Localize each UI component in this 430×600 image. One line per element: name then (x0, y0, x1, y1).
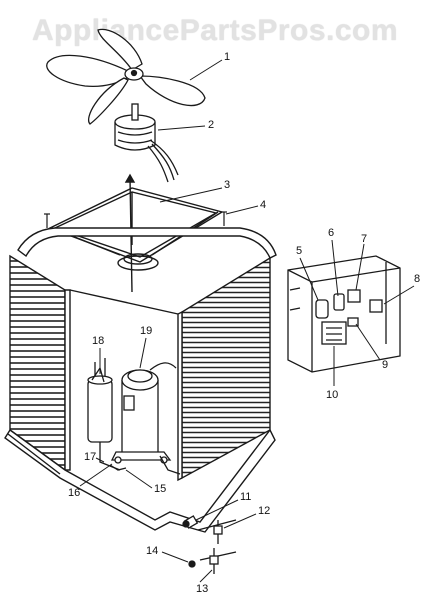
callout-4: 4 (260, 199, 267, 211)
watermark-text: AppliancePartsPros.com (31, 14, 399, 47)
callout-10: 10 (326, 389, 339, 401)
callout-14: 14 (146, 545, 159, 557)
callout-2: 2 (208, 119, 215, 131)
compressor (110, 362, 177, 464)
callout-17: 17 (84, 451, 97, 463)
service-valves (182, 515, 237, 574)
condenser-cabinet (4, 227, 277, 533)
fan-guard (48, 173, 224, 293)
callout-15: 15 (154, 483, 167, 495)
callout-19: 19 (140, 325, 153, 337)
accumulator (87, 358, 113, 443)
callout-9: 9 (382, 359, 389, 371)
refrigerant-tubing (99, 442, 181, 475)
callout-12: 12 (258, 505, 271, 517)
leader-lines (79, 59, 415, 583)
callout-11: 11 (240, 491, 252, 503)
fan-motor (114, 103, 179, 183)
callout-18: 18 (92, 335, 105, 347)
callout-8: 8 (414, 273, 421, 285)
callout-6: 6 (328, 227, 335, 239)
callout-3: 3 (224, 179, 231, 191)
control-box (287, 255, 401, 373)
callout-7: 7 (361, 233, 368, 245)
fan-blade (46, 28, 206, 125)
callout-16: 16 (68, 487, 81, 499)
callout-1: 1 (224, 51, 231, 63)
screw (44, 211, 227, 228)
callout-5: 5 (296, 245, 303, 257)
callout-13: 13 (196, 583, 209, 595)
